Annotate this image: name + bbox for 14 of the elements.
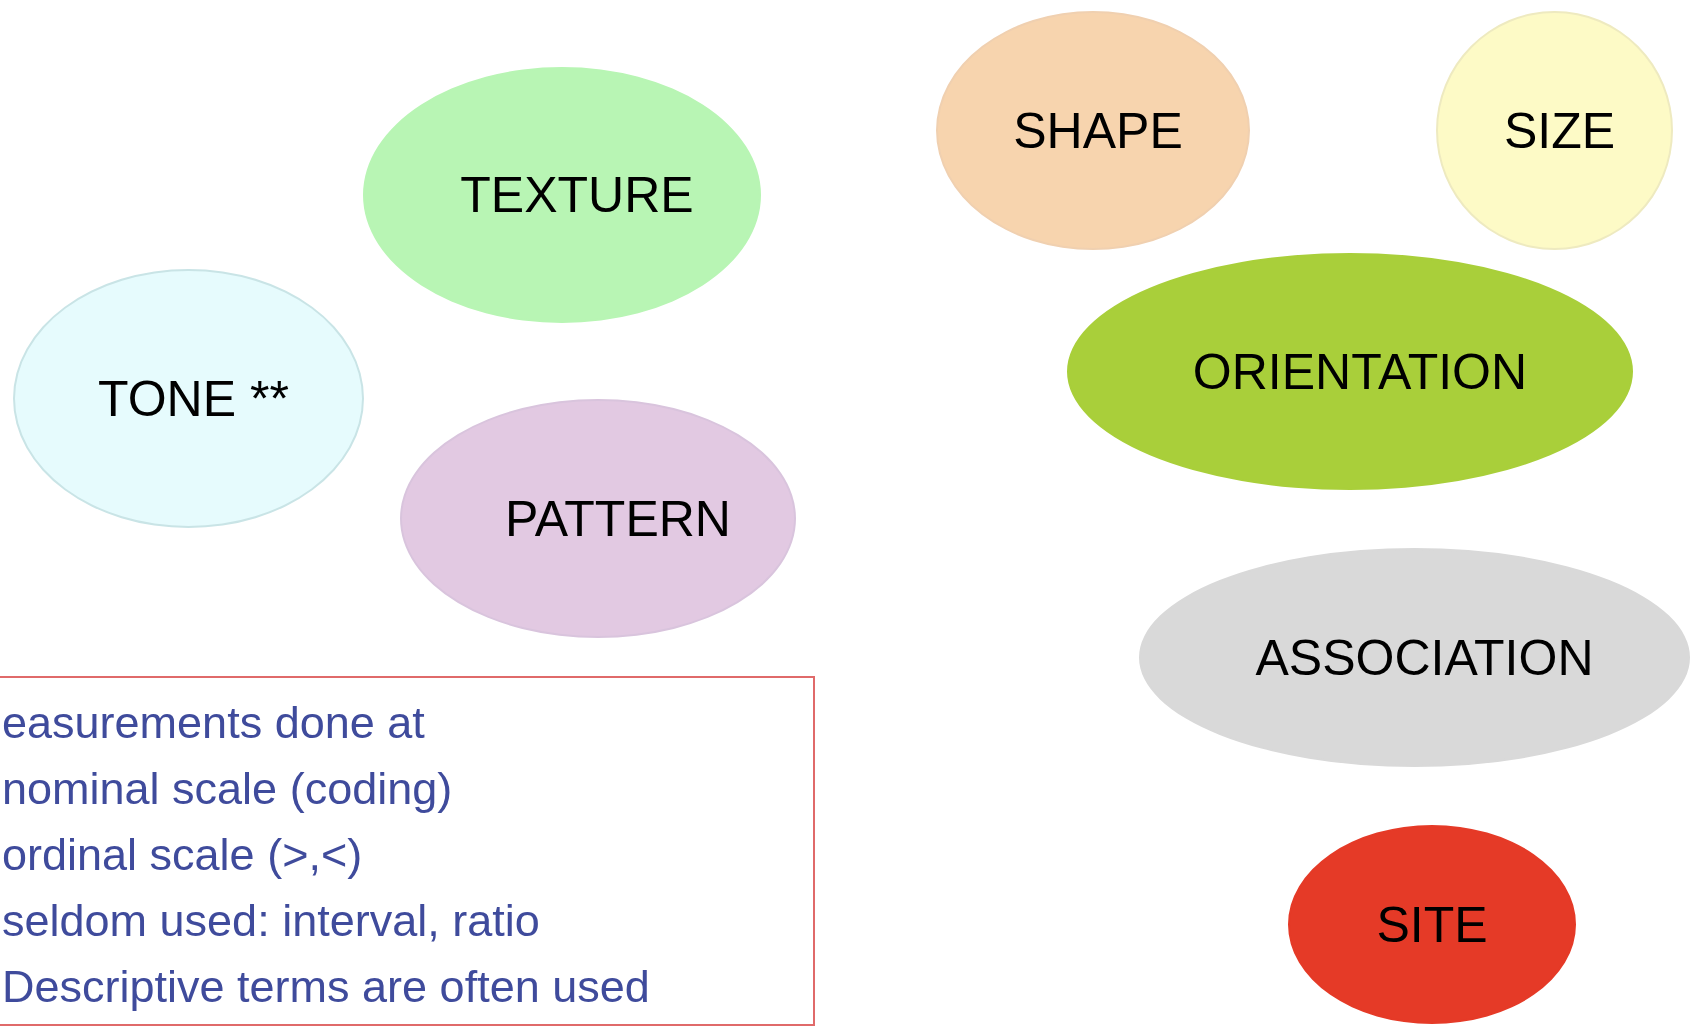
note-text: seldom used: interval, ratio	[2, 894, 541, 948]
note-box	[0, 676, 815, 1026]
note-text: easurements done at	[2, 696, 426, 750]
node-label: SHAPE	[1013, 105, 1183, 156]
node-label: ORIENTATION	[1192, 346, 1528, 397]
node-label: SIZE	[1503, 105, 1616, 156]
note-text: Descriptive terms are often used	[2, 960, 651, 1014]
note-text: nominal scale (coding)	[2, 762, 454, 816]
node-label: TEXTURE	[460, 170, 694, 220]
node-label: SITE	[1376, 899, 1488, 950]
node-label: PATTERN	[505, 493, 731, 544]
note-text: ordinal scale (>,<)	[2, 828, 364, 882]
node-label: TONE **	[98, 373, 289, 424]
node-label: ASSOCIATION	[1255, 632, 1594, 683]
